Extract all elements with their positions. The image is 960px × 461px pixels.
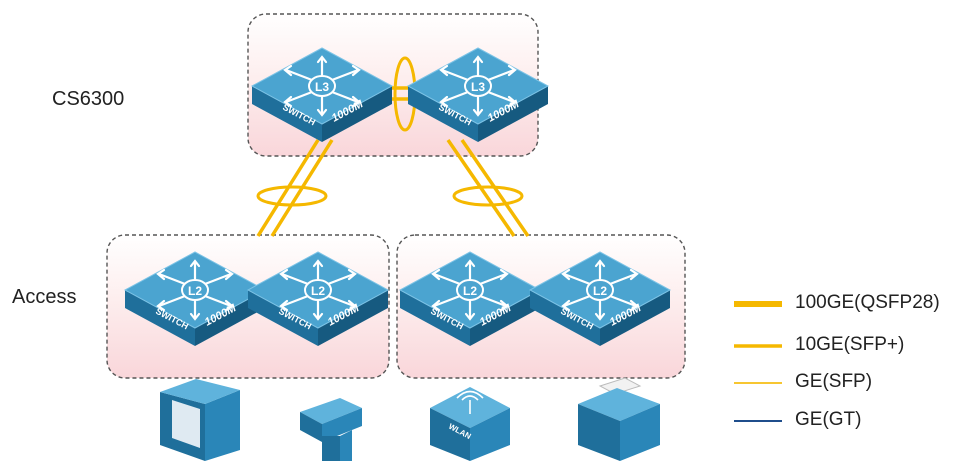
printer-icon: [578, 377, 660, 461]
core-switch-1-badge: L3: [315, 80, 329, 94]
pc-icon: [160, 379, 240, 461]
access-switch-2-badge: L2: [311, 284, 325, 298]
legend-label-10ge: 10GE(SFP+): [795, 334, 905, 355]
access-point-icon: WLAN: [430, 387, 510, 461]
core-layer-label: CS6300: [52, 88, 125, 110]
access-switch-2: L2 SWITCH 1000M: [246, 250, 390, 348]
camera-icon: [300, 398, 362, 461]
legend-label-100ge: 100GE(QSFP28): [795, 292, 940, 313]
uplink-right: [446, 139, 530, 237]
legend-label-ge-gt: GE(GT): [795, 409, 862, 430]
uplink-left: [256, 139, 334, 237]
legend-label-ge-sfp: GE(SFP): [795, 371, 873, 392]
access-switch-1: L2 SWITCH 1000M: [123, 250, 267, 348]
core-switch-1: L3 SWITCH 1000M: [250, 46, 394, 144]
access-switch-4-badge: L2: [593, 284, 607, 298]
access-switch-3-badge: L2: [463, 284, 477, 298]
access-layer-label: Access: [12, 286, 77, 308]
access-switch-1-badge: L2: [188, 284, 202, 298]
core-switch-2: L3 SWITCH 1000M: [406, 46, 550, 144]
core-switch-2-badge: L3: [471, 80, 485, 94]
